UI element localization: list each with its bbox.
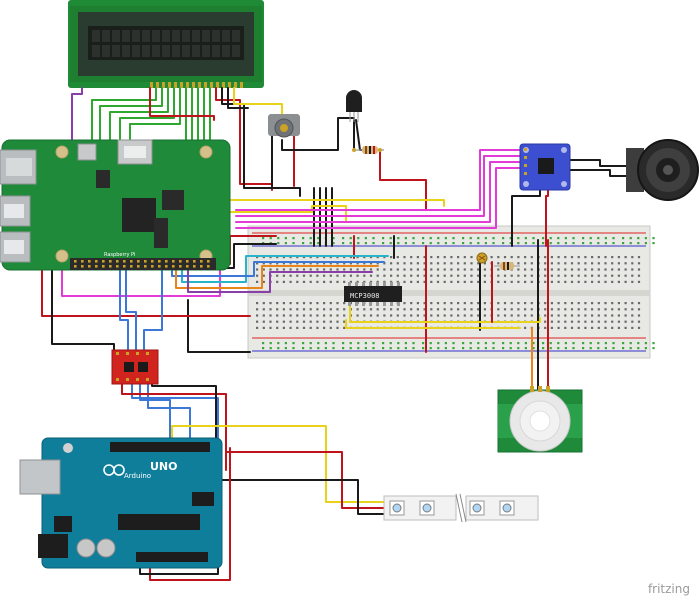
- raspberry-pi: Raspberry Pi: [0, 139, 231, 271]
- potentiometer: [268, 114, 300, 138]
- photoresistor: [476, 252, 520, 270]
- arduino-label: UNO: [150, 460, 178, 473]
- led-strip: [383, 493, 539, 523]
- speaker: [626, 139, 699, 201]
- adc-chip-label: MCP3008: [350, 292, 380, 300]
- wires: [41, 87, 629, 581]
- led-pixel: [389, 500, 405, 516]
- arduino-brand: Arduino: [124, 472, 151, 480]
- led-pixel: [419, 500, 435, 516]
- lcd-display: [68, 0, 264, 88]
- pir-sensor: [497, 386, 583, 453]
- junction-dots: [352, 148, 382, 152]
- pi-silkscreen: Raspberry Pi: [104, 252, 135, 258]
- adc-chip: MCP3008: [344, 282, 402, 306]
- audio-amplifier-module: [519, 143, 571, 191]
- fritzing-brand: fritzing: [647, 582, 690, 596]
- breadboard: [247, 225, 655, 359]
- transistor: [346, 90, 362, 122]
- led-pixel: [499, 500, 515, 516]
- arduino-uno: Arduino UNO: [19, 437, 223, 569]
- arduino-logo-icon: [103, 464, 125, 476]
- logic-level-converter: [111, 349, 159, 385]
- led-pixel: [469, 500, 485, 516]
